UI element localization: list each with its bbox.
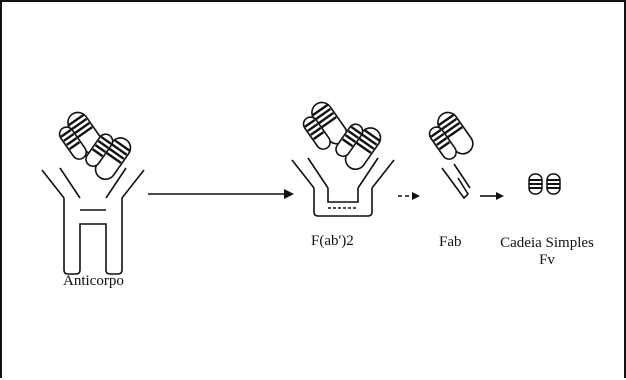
arrow-1: [148, 189, 294, 199]
fab-label: Fab: [439, 234, 462, 251]
arrow-2: [398, 192, 420, 200]
scfv-label-line1: Cadeia Simples: [492, 235, 602, 252]
arrow-3: [480, 192, 504, 200]
scfv-label-line2: Fv: [492, 252, 602, 269]
scfv-icon: [529, 174, 560, 194]
fab-icon: [423, 109, 476, 198]
fab2-icon: [292, 99, 394, 216]
fab2-label: F(ab')2: [311, 233, 354, 250]
antibody-icon: [42, 109, 144, 274]
antibody-label: Anticorpo: [63, 273, 124, 290]
